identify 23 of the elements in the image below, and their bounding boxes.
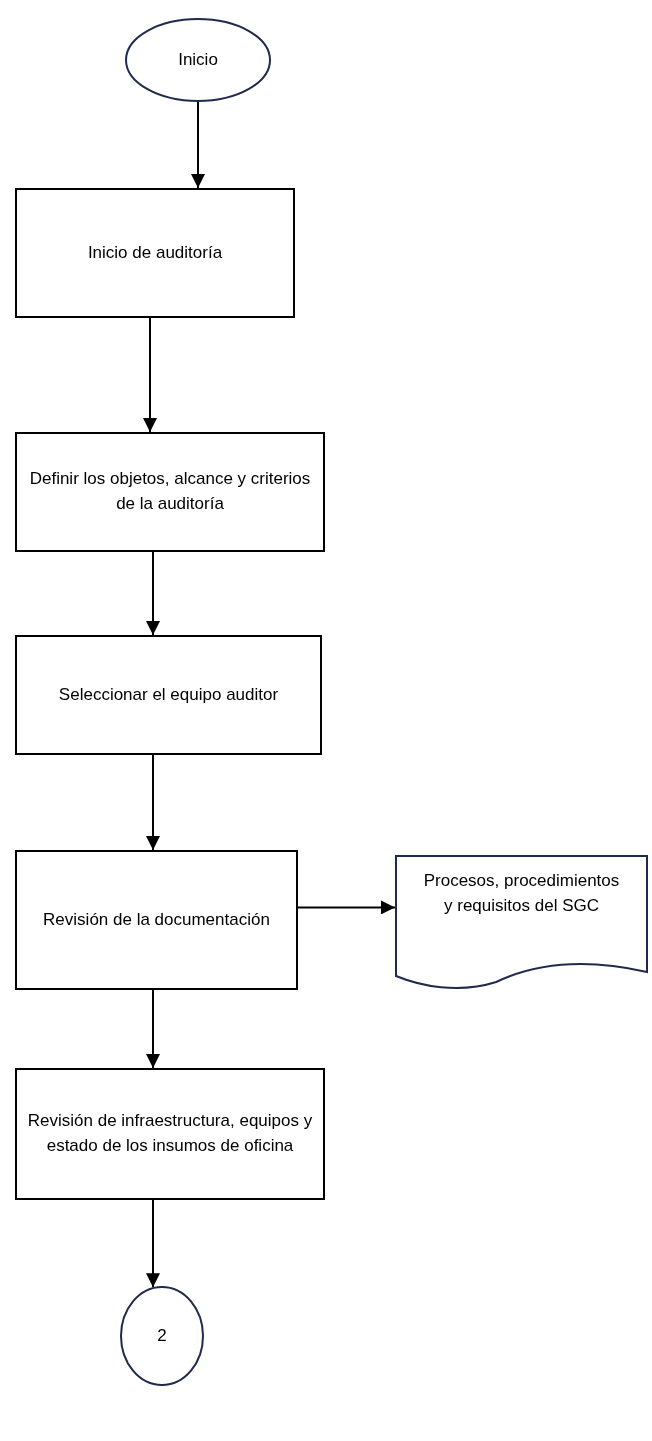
process-box [15,635,322,755]
document-shape [395,855,648,990]
node-text: Procesos, procedimientos y requisitos del SGC [422,870,621,917]
arrow [143,317,157,433]
arrow [146,989,160,1069]
terminator-ellipse [120,1286,204,1386]
arrow [191,101,205,189]
arrow [146,754,160,851]
node-text: Revisión de infraestructura, equipos y estado de los insumos de oficina [26,1110,314,1157]
node-text: Definir los objetos, alcance y criterios de la auditoría [28,468,312,515]
node-text: Revisión de la documentación [42,908,271,931]
arrow [146,1199,160,1289]
process-box [15,188,295,318]
process-box [15,850,298,990]
node-text: Inicio de auditoría [86,241,224,264]
node-text: Inicio [177,48,219,71]
arrow [146,551,160,636]
node-text: 2 [156,1324,168,1347]
process-box [15,432,325,552]
arrow [297,900,396,915]
terminator-ellipse [125,18,271,102]
process-box [15,1068,325,1200]
node-text: Seleccionar el equipo auditor [57,683,280,706]
